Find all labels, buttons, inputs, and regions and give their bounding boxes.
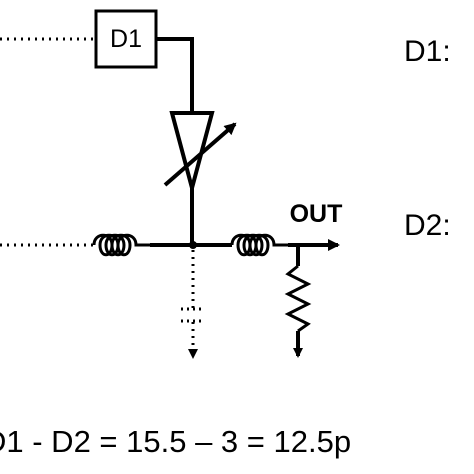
d2-side-label: D2:	[404, 209, 451, 242]
delay-equation: D1 - D2 = 15.5 – 3 = 12.5p	[0, 424, 351, 459]
resistor-symbol	[284, 264, 312, 333]
d1-block-label: D1	[110, 25, 142, 53]
d1-output-wire	[156, 37, 194, 114]
variable-adjust-arrow	[163, 122, 237, 187]
d1-block	[94, 9, 158, 69]
right-inductor-symbol	[230, 233, 288, 257]
left-inductor-symbol	[92, 233, 150, 257]
output-label: OUT	[290, 200, 343, 228]
d1-side-label: D1:	[404, 35, 451, 68]
junction-node	[189, 241, 197, 249]
